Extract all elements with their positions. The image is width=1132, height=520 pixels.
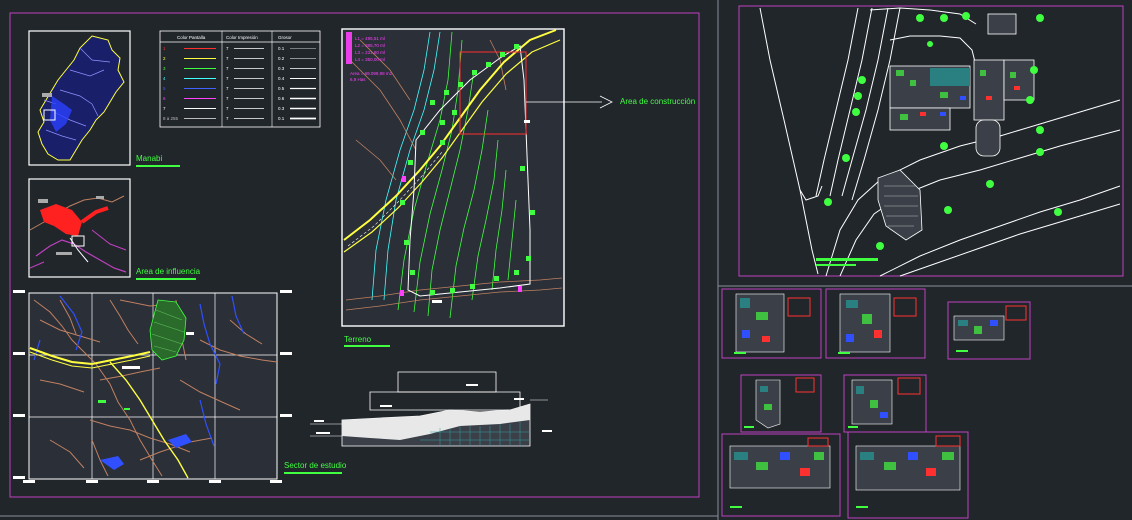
terrain-area-ha-text: 6,9 Has bbox=[350, 77, 366, 82]
legend-weight-value: 0.4 bbox=[278, 76, 285, 81]
floor-plan-sheet-2[interactable] bbox=[825, 288, 926, 359]
study-sector-label: Sector de estudio bbox=[284, 461, 347, 470]
terrain-side-length: L1 = 495,51 ml bbox=[355, 36, 385, 41]
legend-weight-value: 0.5 bbox=[278, 86, 285, 91]
manabi-map[interactable] bbox=[28, 30, 131, 166]
site-implantation-plan[interactable] bbox=[738, 5, 1124, 277]
construction-area-label: Area de construcción bbox=[620, 97, 695, 106]
legend-row-number: 1 bbox=[163, 46, 166, 51]
terrain-side-length: L4 = 350,00 ml bbox=[355, 57, 385, 62]
influence-map[interactable] bbox=[28, 178, 131, 278]
legend-weight-value: 0.6 bbox=[278, 96, 285, 101]
legend-row-number: 6 bbox=[163, 96, 166, 101]
grid-tick-marks bbox=[13, 290, 292, 483]
terrain-side-length: L3 = 231,80 ml bbox=[355, 50, 385, 55]
floor-plan-sheets[interactable] bbox=[721, 288, 1031, 519]
legend-print-color: 7 bbox=[226, 46, 229, 51]
study-sector-map[interactable] bbox=[28, 292, 278, 480]
terrain-area-text: Area = 69.099,98 m2 bbox=[350, 71, 393, 76]
legend-row-number: 7 bbox=[163, 106, 166, 111]
legend-row-number: 4 bbox=[163, 76, 166, 81]
legend-header-weight: Grosor bbox=[278, 35, 292, 40]
legend-row-number: 3 bbox=[163, 66, 166, 71]
floor-plan-sheet-3[interactable] bbox=[947, 301, 1031, 360]
influence-label: Area de influencia bbox=[136, 267, 201, 276]
floor-plan-sheet-1[interactable] bbox=[721, 288, 822, 359]
floor-plan-sheet-4[interactable] bbox=[740, 374, 822, 433]
terrain-label: Terreno bbox=[344, 335, 372, 344]
floor-plan-sheet-5[interactable] bbox=[843, 374, 927, 433]
floor-plan-sheet-6[interactable] bbox=[721, 433, 841, 517]
construction-area-leader bbox=[526, 95, 613, 109]
legend-weight-value: 0.1 bbox=[278, 46, 285, 51]
legend-print-color: 7 bbox=[226, 56, 229, 61]
legend-print-color: 7 bbox=[226, 96, 229, 101]
manabi-label: Manabi bbox=[136, 154, 162, 163]
left-sheet-border bbox=[9, 12, 700, 498]
plot-legend-table: Color Pantalla Color Impresión Grosor 1 7… bbox=[159, 30, 321, 128]
legend-print-color: 7 bbox=[226, 76, 229, 81]
legend-row-number: 2 bbox=[163, 56, 166, 61]
floor-plan-sheet-7[interactable] bbox=[847, 431, 969, 519]
legend-print-color: 7 bbox=[226, 86, 229, 91]
legend-print-color: 7 bbox=[226, 106, 229, 111]
terrain-side-length: L2 = 385,70 ml bbox=[355, 43, 385, 48]
legend-header-screen: Color Pantalla bbox=[177, 35, 206, 40]
legend-weight-value: 0.3 bbox=[278, 106, 285, 111]
legend-weight-value: 0.3 bbox=[278, 66, 285, 71]
legend-weight-value: 0.2 bbox=[278, 56, 285, 61]
legend-header-print: Color Impresión bbox=[226, 35, 258, 40]
legend-print-color: 7 bbox=[226, 116, 229, 121]
legend-row-number: 5 bbox=[163, 86, 166, 91]
legend-weight-value: 0.1 bbox=[278, 116, 285, 121]
terrain-section-profile[interactable] bbox=[310, 371, 552, 447]
terrain-plan[interactable]: L1 = 495,51 ml L2 = 385,70 ml L3 = 231,80 … bbox=[341, 28, 565, 327]
legend-print-color: 7 bbox=[226, 66, 229, 71]
legend-row-number: 8 a 255 bbox=[163, 116, 179, 121]
